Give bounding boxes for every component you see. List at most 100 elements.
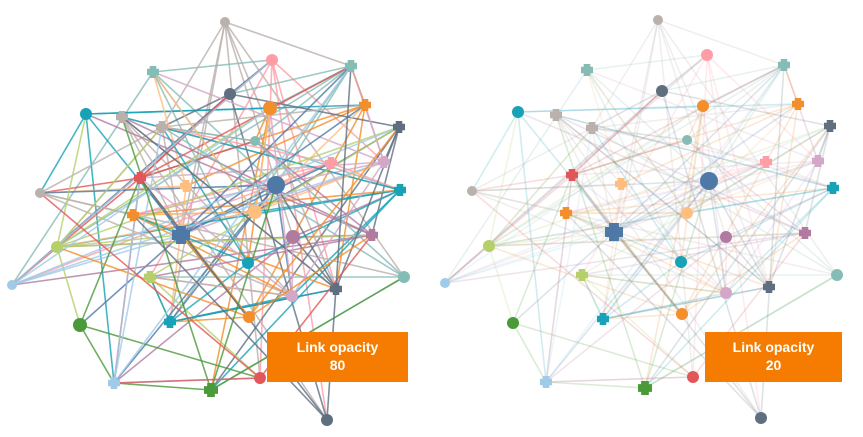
network-link <box>471 174 573 192</box>
network-link <box>591 127 688 141</box>
network-node-circle <box>687 371 699 383</box>
network-node-circle <box>321 414 333 426</box>
network-node-circle <box>720 287 732 299</box>
network-link <box>113 65 352 384</box>
badge-label: Link opacity <box>732 339 815 355</box>
network-link <box>149 59 273 278</box>
network-link <box>471 190 727 294</box>
network-link <box>121 116 373 236</box>
network-link <box>708 180 727 294</box>
links <box>11 21 405 421</box>
network-link <box>56 211 256 248</box>
network-link <box>602 183 622 320</box>
network-link <box>586 54 708 71</box>
network-link <box>248 234 373 318</box>
network-link <box>121 116 337 290</box>
network-link <box>725 160 819 294</box>
network-node-circle <box>440 278 450 288</box>
network-panel-link-opacity-20: Link opacity 20 <box>432 0 863 437</box>
network-link <box>661 54 708 92</box>
network-link <box>210 184 277 391</box>
network-link <box>571 160 819 176</box>
network-node-circle <box>720 231 732 243</box>
network-link <box>254 189 401 213</box>
network-node-circle <box>701 49 713 61</box>
network-link <box>11 107 271 286</box>
network-node-cross <box>763 281 775 293</box>
network-link <box>565 187 834 214</box>
network-link <box>512 231 615 324</box>
network-link <box>581 274 694 378</box>
network-link <box>686 125 831 214</box>
network-node-circle <box>286 290 298 302</box>
network-node-circle <box>676 308 688 320</box>
network-link <box>180 161 385 236</box>
network-link <box>335 126 400 290</box>
network-node-circle <box>467 186 477 196</box>
network-link <box>783 64 799 105</box>
network-link <box>571 64 785 176</box>
network-node-cross <box>393 121 405 133</box>
network-link <box>275 184 337 290</box>
network-node-circle <box>700 172 718 190</box>
network-link <box>565 160 819 214</box>
network-link <box>11 126 400 286</box>
network-link <box>85 104 366 115</box>
network-node-circle <box>35 188 45 198</box>
network-link <box>444 105 704 284</box>
badge-value: 80 <box>329 357 346 373</box>
network-link <box>224 21 352 67</box>
network-link <box>210 189 401 391</box>
network-node-circle <box>653 15 663 25</box>
network-link <box>121 116 401 191</box>
badge-value: 20 <box>765 357 782 373</box>
network-link <box>471 180 710 192</box>
network-link <box>121 116 182 236</box>
network-link <box>139 177 328 421</box>
network-node-circle <box>286 230 300 244</box>
network-link <box>39 192 293 297</box>
network-link <box>591 127 688 141</box>
link-opacity-badge-20: Link opacity 20 <box>705 332 842 382</box>
network-node-circle <box>266 54 278 66</box>
network-link <box>471 183 622 192</box>
network-link <box>725 236 770 288</box>
network-link <box>783 64 799 105</box>
network-link <box>591 19 659 129</box>
network-link <box>783 64 819 162</box>
network-link <box>725 232 806 238</box>
network-link <box>545 376 694 383</box>
network-link <box>581 54 708 276</box>
network-link <box>581 274 727 294</box>
network-node-cross <box>366 229 378 241</box>
network-link <box>79 234 182 326</box>
network-node-cross <box>827 182 839 194</box>
network-link <box>571 174 727 294</box>
network-node-cross <box>792 98 804 110</box>
network-link <box>702 64 785 107</box>
network-link <box>686 64 785 141</box>
network-link <box>488 187 834 247</box>
network-link <box>152 71 256 213</box>
network-link <box>565 212 727 294</box>
network-link <box>555 114 834 189</box>
network-link <box>139 161 385 179</box>
network-node-cross <box>147 66 159 78</box>
network-link <box>512 322 547 383</box>
network-node-cross <box>325 157 337 169</box>
network-link <box>555 114 834 189</box>
network-link <box>581 274 604 320</box>
network-link <box>471 127 593 192</box>
network-link <box>586 69 622 185</box>
network-node-cross <box>597 313 609 325</box>
network-link <box>571 139 688 176</box>
network-node-cross <box>799 227 811 239</box>
network-node-circle <box>755 412 767 424</box>
network-link <box>555 114 806 234</box>
network-link <box>169 316 250 323</box>
network-link <box>444 231 615 284</box>
network-link <box>686 139 838 276</box>
network-node-circle <box>398 271 410 283</box>
network-node-cross <box>378 156 390 168</box>
network-link <box>56 126 163 248</box>
